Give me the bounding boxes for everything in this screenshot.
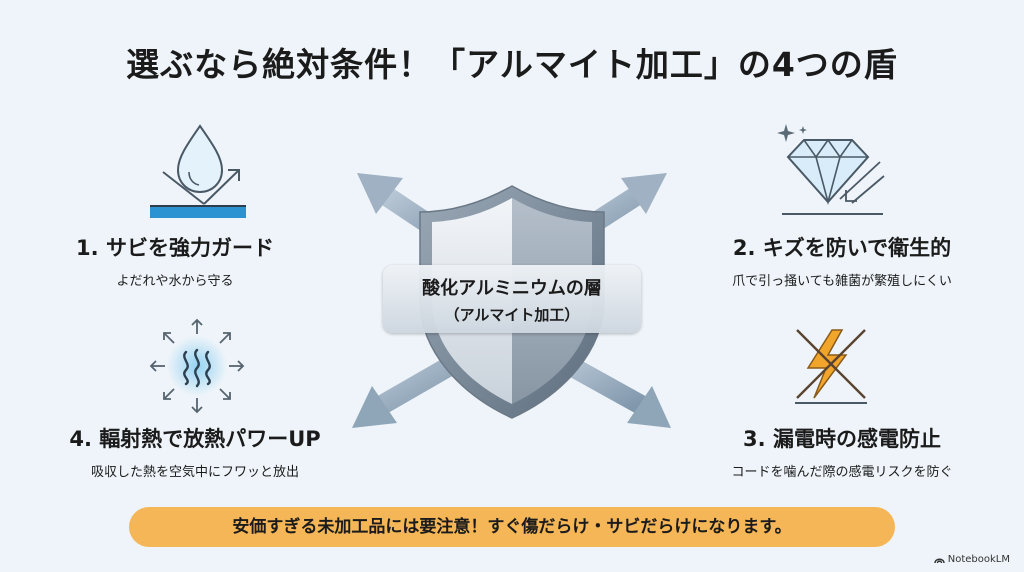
water-drop-icon bbox=[150, 124, 246, 218]
heat-radiation-icon bbox=[149, 318, 245, 414]
feature-heat-dissipation: 4. 輻射熱で放熱パワーUP 吸収した熱を空気中にフワッと放出 bbox=[30, 423, 360, 480]
feature-title: 1. サビを強力ガード bbox=[76, 236, 274, 260]
feature-title: 4. 輻射熱で放熱パワーUP bbox=[69, 427, 321, 451]
center-label-line2: （アルマイト加工） bbox=[444, 306, 580, 324]
notebooklm-logo-icon bbox=[934, 558, 945, 564]
warning-banner: 安価すぎる未加工品には要注意！すぐ傷だらけ・サビだらけになります。 bbox=[129, 507, 895, 547]
feature-desc: 爪で引っ掻いても雑菌が繁殖しにくい bbox=[732, 274, 952, 289]
diamond-icon bbox=[777, 124, 885, 215]
center-label: 酸化アルミニウムの層 （アルマイト加工） bbox=[383, 265, 641, 333]
feature-title: 2. キズを防いで衛生的 bbox=[732, 236, 952, 260]
arrow-bottom-left bbox=[352, 351, 465, 428]
feature-title: 3. 漏電時の感電防止 bbox=[743, 427, 941, 451]
page-title: 選ぶなら絶対条件！「アルマイト加工」の4つの盾 bbox=[126, 45, 898, 84]
feature-desc: よだれや水から守る bbox=[116, 274, 234, 289]
lightning-blocked-icon bbox=[795, 329, 867, 404]
feature-rust-guard: 1. サビを強力ガード よだれや水から守る bbox=[40, 232, 310, 289]
center-label-line1: 酸化アルミニウムの層 bbox=[422, 278, 602, 299]
brand-name: NotebookLM bbox=[947, 554, 1010, 565]
feature-shock-prevention: 3. 漏電時の感電防止 コードを噛んだ際の感電リスクを防ぐ bbox=[672, 423, 1012, 480]
feature-desc: 吸収した熱を空気中にフワッと放出 bbox=[90, 465, 299, 480]
feature-desc: コードを噛んだ際の感電リスクを防ぐ bbox=[731, 465, 953, 480]
feature-scratch-hygiene: 2. キズを防いで衛生的 爪で引っ掻いても雑菌が繁殖しにくい bbox=[682, 232, 1002, 289]
brand-watermark: NotebookLM bbox=[934, 554, 1010, 565]
